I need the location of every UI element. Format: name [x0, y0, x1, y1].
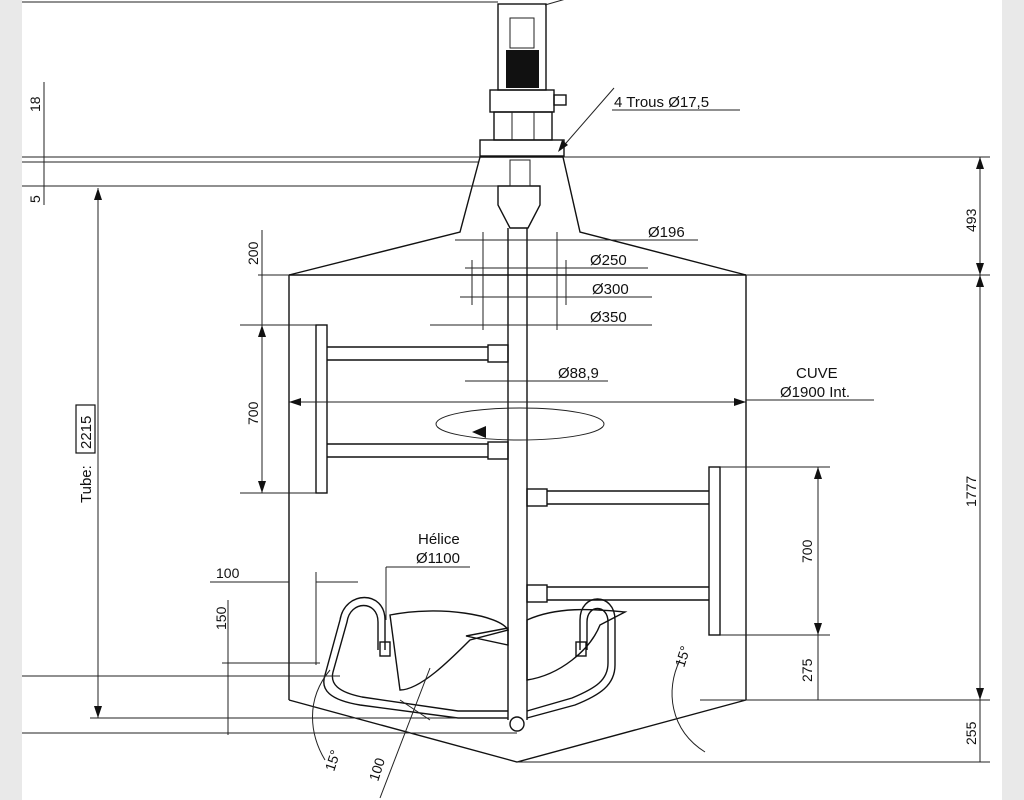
right-baffle-plate: [708, 466, 721, 636]
impeller: [323, 596, 628, 719]
motor: [479, 3, 567, 157]
tank-body: [288, 274, 747, 763]
cuve-label: CUVE: [796, 365, 838, 382]
angle-dimensions: [312, 659, 706, 799]
left-dimensions: [22, 1, 517, 735]
right-baffle: [526, 466, 721, 636]
diameter-300-label: Ø300: [592, 281, 629, 298]
diameter-dimensions: [289, 0, 874, 620]
left-baffle: [315, 324, 509, 494]
right-margin-band: [1002, 0, 1024, 800]
left-margin-band: [0, 0, 22, 800]
dim-200: 200: [245, 241, 261, 265]
dim-255: 255: [963, 721, 979, 745]
holes-label: 4 Trous Ø17,5: [614, 94, 709, 111]
labels: 4 Trous Ø17,5 Ø196 Ø250 Ø300 Ø350 Ø88,9 …: [27, 94, 979, 783]
scraper-arm-left: [323, 596, 508, 719]
motor-fins: [506, 50, 539, 88]
agitator-shaft: [507, 228, 528, 732]
cuve-diameter-label: Ø1900 Int.: [780, 384, 850, 401]
gearbox: [493, 111, 553, 141]
tube-prefix-label: Tube:: [78, 465, 95, 503]
dim-700-right: 700: [799, 539, 815, 563]
angle-left-label: 15°: [322, 748, 344, 773]
propeller-blade-right: [526, 608, 628, 681]
motor-flange: [489, 89, 555, 113]
mounting-plate: [479, 139, 565, 157]
motor-flange-tab: [553, 94, 567, 106]
shaft-coupling: [497, 185, 541, 229]
dim-18: 18: [27, 96, 43, 112]
propeller-blade-left: [389, 610, 510, 691]
tube-value-label: 2215: [78, 416, 95, 449]
rotation-indicator: [435, 407, 605, 441]
helice-label: Hélice: [418, 531, 460, 548]
lantern-cone: [288, 156, 747, 276]
dim-493: 493: [963, 208, 979, 232]
diameter-250-label: Ø250: [590, 252, 627, 269]
angle-right-label: 15°: [672, 644, 694, 669]
dim-100-bottom: 100: [366, 756, 389, 783]
dim-275: 275: [799, 658, 815, 682]
motor-terminal-box: [509, 17, 535, 49]
diameter-350-label: Ø350: [590, 309, 627, 326]
tube-value-box: [75, 404, 96, 454]
dim-700-left: 700: [245, 401, 261, 425]
helice-diameter-label: Ø1100: [416, 550, 460, 567]
diameter-889-label: Ø88,9: [558, 365, 599, 382]
dim-5: 5: [27, 195, 43, 203]
right-dimensions: [517, 156, 990, 763]
diameter-196-label: Ø196: [648, 224, 685, 241]
left-baffle-plate: [315, 324, 328, 494]
dim-150: 150: [213, 606, 229, 630]
dim-100-top: 100: [216, 565, 240, 581]
dim-1777: 1777: [963, 476, 979, 507]
